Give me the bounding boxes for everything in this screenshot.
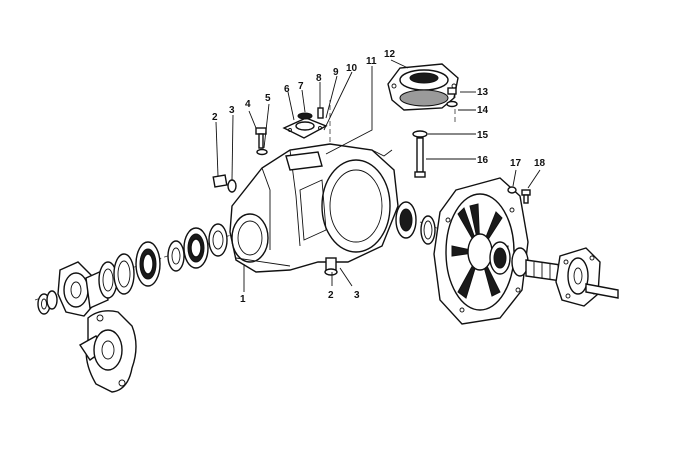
output-flange	[57, 261, 109, 317]
callout-10: 10	[346, 63, 358, 74]
callout-2: 2	[328, 290, 334, 301]
plugs-housing	[212, 174, 338, 276]
callout-14: 14	[477, 105, 489, 116]
callout-3: 3	[354, 290, 360, 301]
cover-plate	[282, 107, 328, 139]
pinion-flange-right	[489, 241, 619, 307]
callout-13: 13	[477, 87, 489, 98]
cover-fasteners	[507, 186, 531, 204]
callout-5: 5	[265, 93, 271, 104]
drive-flange-lower	[78, 310, 137, 393]
callout-3: 3	[229, 105, 235, 116]
callout-labels: 1 2 2 3 3 4 5 6 7 8 9 10 11 12 13 14 15 …	[212, 49, 546, 305]
differential-housing	[229, 143, 399, 273]
callout-7: 7	[298, 81, 304, 92]
callout-11: 11	[366, 56, 377, 67]
bolt-top-left	[255, 127, 268, 156]
leader-lines	[215, 59, 541, 292]
callout-12: 12	[384, 49, 396, 60]
callout-15: 15	[477, 130, 489, 141]
mount-fasteners	[446, 87, 458, 108]
callout-1: 1	[240, 294, 246, 305]
top-mount	[387, 63, 459, 111]
seal-rings-left	[37, 290, 58, 315]
callout-8: 8	[316, 73, 322, 84]
housing-seal-right	[395, 201, 436, 245]
callout-4: 4	[245, 99, 251, 110]
callout-9: 9	[333, 67, 339, 78]
bearing-set-left	[98, 223, 228, 299]
callout-18: 18	[534, 158, 546, 169]
callout-17: 17	[510, 158, 522, 169]
rear-cover	[433, 177, 529, 325]
callout-2: 2	[212, 112, 218, 123]
callout-16: 16	[477, 155, 489, 166]
mount-stud	[412, 130, 428, 178]
callout-6: 6	[284, 84, 290, 95]
